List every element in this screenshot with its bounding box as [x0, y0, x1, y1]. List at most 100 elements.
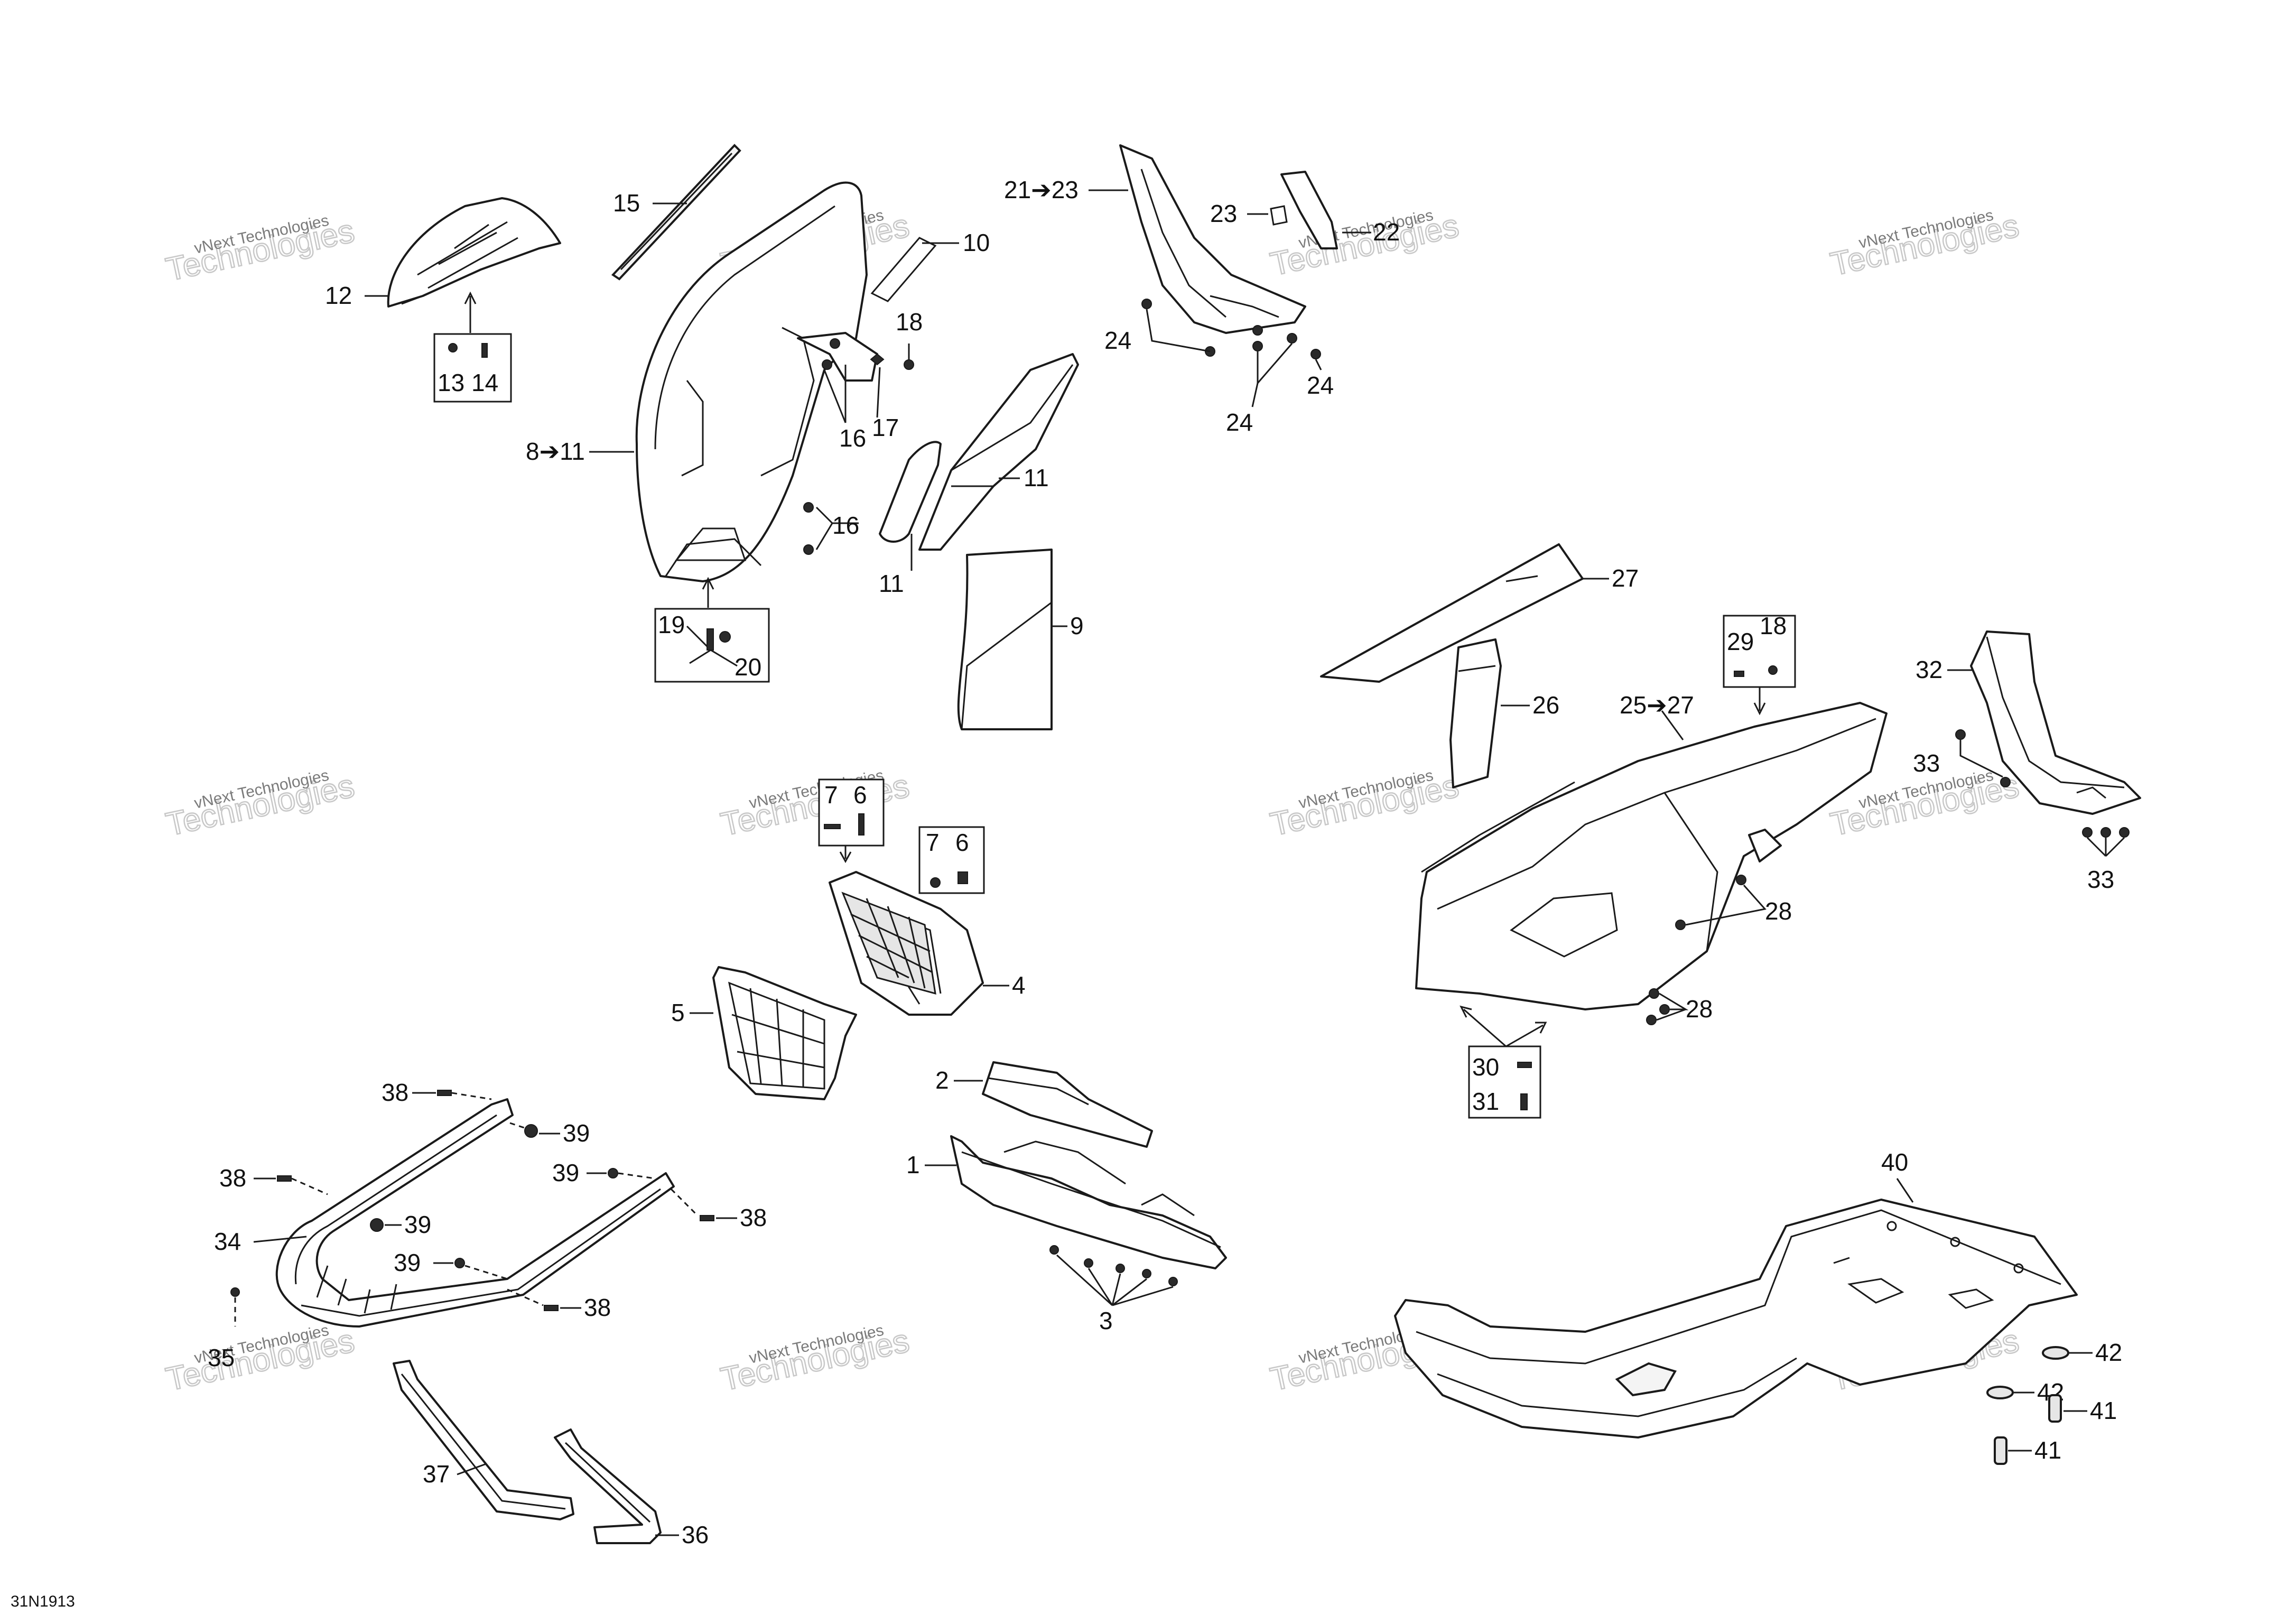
callout-box-30-31: [1468, 1045, 1541, 1119]
part-21-side-shield: [1119, 144, 1306, 334]
part-40-skid-plate: [1394, 1199, 2078, 1439]
callout-30: 30: [1472, 1053, 1499, 1081]
drawing-code: 31N1913: [11, 1593, 75, 1610]
fastener-33b: [2000, 777, 2011, 787]
callout-9: 9: [1070, 612, 1084, 639]
callout-7a: 7: [824, 781, 838, 809]
callout-15: 15: [613, 189, 640, 217]
watermark: Technologies vNext Technologies: [162, 1322, 358, 1399]
callout-16b: 16: [832, 512, 859, 539]
callout-14: 14: [471, 369, 498, 396]
fastener-33c: [2082, 827, 2093, 838]
watermark: Technologies vNext Technologies: [717, 1322, 913, 1399]
watermark: Technologies vNext Technologies: [1267, 767, 1463, 844]
callout-16a: 16: [839, 424, 866, 452]
part-32-bracket: [1970, 630, 2141, 815]
callout-22: 22: [1373, 218, 1400, 246]
callout-20: 20: [735, 653, 761, 681]
fastener-39b: [370, 1218, 384, 1232]
bolt-41b: [1994, 1436, 2007, 1465]
fastener-38c: [700, 1215, 714, 1221]
arrow-30-31: [1460, 1005, 1547, 1047]
callout-38b: 38: [219, 1164, 246, 1192]
callout-17: 17: [872, 414, 899, 441]
fastener-28c: [1649, 988, 1659, 999]
fastener-35: [230, 1287, 240, 1297]
callout-29: 29: [1727, 628, 1754, 655]
part-26-panel: [1449, 638, 1502, 788]
leader-37: [457, 1463, 487, 1475]
fastener-3a: [1049, 1245, 1059, 1255]
fastener-24c: [1252, 325, 1263, 336]
fastener-6b: [958, 871, 968, 884]
part-12-vent: [387, 197, 561, 308]
callout-4: 4: [1012, 971, 1026, 999]
fastener-28a: [1736, 875, 1746, 885]
part-25-side-panel: [1415, 702, 1888, 1010]
callout-39b: 39: [404, 1211, 431, 1238]
fastener-39a: [524, 1124, 538, 1138]
callout-24a: 24: [1104, 327, 1131, 354]
watermark: Technologies vNext Technologies: [162, 767, 358, 844]
fastener-3d: [1142, 1269, 1151, 1278]
callout-39d: 39: [394, 1249, 421, 1276]
part-22-bracket: [1280, 171, 1338, 249]
callout-28b: 28: [1686, 995, 1713, 1023]
callout-11b: 11: [1024, 464, 1049, 491]
part-1-lower-pan: [950, 1135, 1227, 1269]
fastener-3e: [1168, 1277, 1178, 1286]
fastener-16a: [830, 338, 840, 349]
fastener-19: [707, 628, 714, 651]
fastener-13: [448, 343, 458, 352]
callout-38a: 38: [382, 1079, 408, 1106]
callout-32: 32: [1916, 656, 1942, 683]
callout-21-23: 21➔23: [1004, 176, 1079, 203]
callout-10: 10: [963, 229, 990, 256]
fastener-38b: [277, 1175, 292, 1182]
part-4-grille: [829, 871, 984, 1016]
fastener-16d: [803, 544, 814, 555]
fastener-16c: [803, 502, 814, 513]
part-27-strip: [1320, 543, 1584, 683]
callout-38c: 38: [740, 1204, 767, 1231]
part-11-panel-a: [879, 441, 942, 543]
arrow-19-20: [702, 577, 714, 608]
callout-1: 1: [906, 1151, 920, 1178]
fastener-33d: [2100, 827, 2111, 838]
callout-23: 23: [1210, 200, 1237, 227]
leader-40: [1896, 1178, 1914, 1203]
watermark: Technologies vNext Technologies: [1827, 207, 2023, 284]
part-9-panel: [957, 549, 1053, 730]
callout-33a: 33: [1913, 749, 1940, 777]
watermark: Technologies vNext Technologies: [162, 212, 358, 289]
callout-8-11: 8➔11: [526, 438, 585, 465]
callout-31: 31: [1472, 1088, 1499, 1115]
callout-11a: 11: [879, 570, 904, 597]
callout-box-7-6a: [818, 778, 885, 847]
fastener-39c: [608, 1168, 618, 1178]
part-11-panel-b: [918, 353, 1079, 551]
fastener-39d: [454, 1258, 465, 1268]
fastener-24d: [1252, 341, 1263, 351]
washer-42b: [1986, 1386, 2014, 1399]
callout-28a: 28: [1765, 897, 1792, 925]
callout-24c: 24: [1307, 372, 1334, 399]
fastener-30: [1517, 1062, 1532, 1068]
callout-box-13-14: [433, 333, 512, 403]
callout-2: 2: [935, 1066, 949, 1094]
callout-37: 37: [423, 1460, 450, 1488]
callout-41a: 41: [2090, 1397, 2117, 1424]
fastener-28e: [1646, 1015, 1657, 1025]
callout-27: 27: [1612, 564, 1639, 592]
fastener-7a: [824, 824, 841, 829]
leader-25-27: [1661, 710, 1684, 740]
fastener-17: [870, 353, 885, 366]
callout-41b: 41: [2034, 1436, 2061, 1464]
callout-5: 5: [671, 999, 685, 1026]
part-23-decal: [1270, 205, 1288, 226]
fastener-20: [719, 631, 731, 643]
callout-36: 36: [682, 1521, 709, 1548]
arrow-29-18: [1753, 687, 1766, 716]
callout-34: 34: [214, 1228, 241, 1255]
